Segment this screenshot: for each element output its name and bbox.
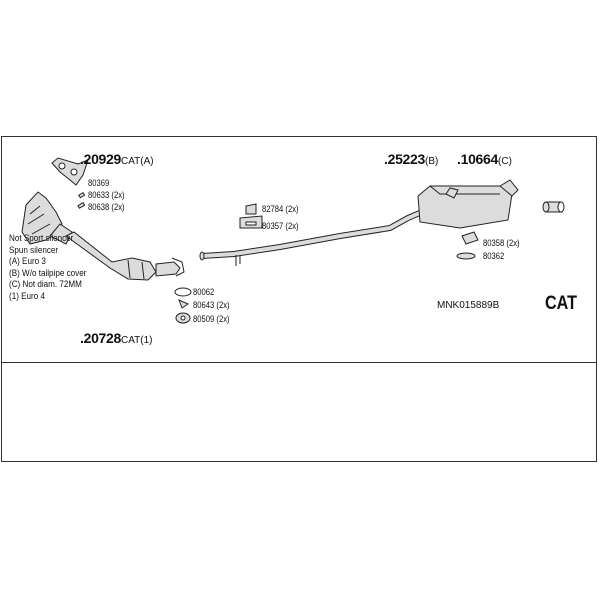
notes-divider: [2, 362, 596, 363]
part-label: 80362: [483, 251, 505, 261]
middle-pipe-icon: [199, 209, 424, 266]
diagram-frame: [1, 136, 597, 462]
kit-type: CAT: [545, 293, 577, 314]
part-label: 80633 (2x): [88, 190, 125, 200]
kit-reference: MNK015889B: [437, 300, 500, 311]
note-line: (B) W/o tailpipe cover: [9, 267, 87, 278]
part-label: 80358 (2x): [483, 238, 520, 248]
assembly-label-catalyst-a: .20929CAT(A): [80, 151, 154, 167]
part-label: 80369: [88, 178, 110, 188]
assembly-label-middle-silencer: .25223(B): [384, 151, 439, 167]
bolt-icon: [77, 191, 86, 209]
rubber-hanger-icon: [239, 203, 263, 229]
rear-hanger-icon: [456, 231, 479, 260]
gasket-ring-icon: [174, 287, 192, 324]
part-label: 80357 (2x): [262, 221, 299, 231]
note-line: Not Sport silencer: [9, 233, 74, 243]
exhaust-manifold-icon: [21, 191, 73, 245]
note-line: Spun silencer: [9, 244, 59, 255]
front-pipe-catalyst-icon: [65, 231, 185, 281]
part-label: 80643 (2x): [193, 300, 230, 310]
assembly-label-rear-silencer: .10664(C): [457, 151, 512, 167]
part-label: 82784 (2x): [262, 204, 299, 214]
part-label: 80062: [193, 287, 215, 297]
assembly-label-catalyst-1: .20728CAT(1): [80, 330, 153, 346]
part-label: 80638 (2x): [88, 202, 125, 212]
note-line: (A) Euro 3: [9, 256, 46, 267]
clamp-icon: [542, 201, 565, 213]
rear-silencer-icon: [417, 179, 519, 229]
part-label: 80509 (2x): [193, 314, 230, 324]
note-line: (1) Euro 4: [9, 290, 46, 301]
notes-list: Not Sport silencer Spun silencer (A) Eur…: [9, 233, 86, 303]
note-line: (C) Not diam. 72MM: [9, 279, 82, 290]
manifold-gasket-icon: [51, 157, 89, 186]
